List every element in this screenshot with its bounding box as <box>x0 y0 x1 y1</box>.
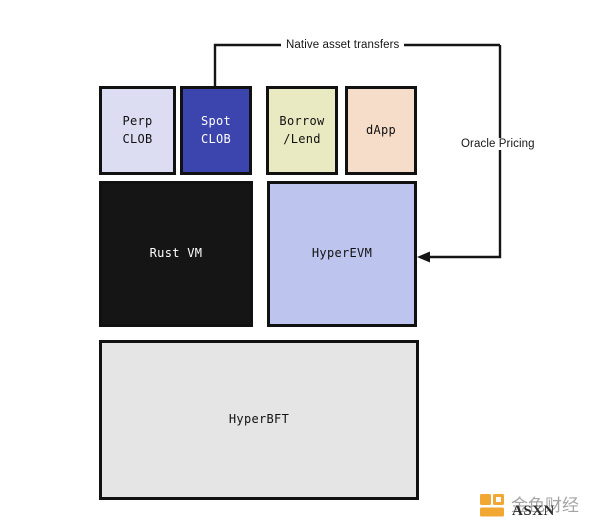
edge-label-native-asset-transfers: Native asset transfers <box>281 39 405 51</box>
edge-native-asset-transfers <box>213 43 500 86</box>
watermark: 金色财经 ASXN <box>479 487 591 525</box>
watermark-brand-cn: 金色财经 <box>511 495 579 516</box>
node-perp-clob[interactable]: Perp CLOB <box>99 86 176 175</box>
watermark-brand-en: ASXN <box>512 503 555 519</box>
node-dapp[interactable]: dApp <box>345 86 417 175</box>
arrowhead-left-icon <box>417 251 430 263</box>
node-hyperbft[interactable]: HyperBFT <box>99 340 419 500</box>
node-hyperevm[interactable]: HyperEVM <box>267 181 417 327</box>
jinse-logo-icon <box>479 493 505 519</box>
edge-oracle-pricing <box>427 45 502 259</box>
edge-label-oracle-pricing: Oracle Pricing <box>456 138 540 150</box>
node-rust-vm[interactable]: Rust VM <box>99 181 253 327</box>
node-borrow-lend[interactable]: Borrow /Lend <box>266 86 338 175</box>
node-spot-clob[interactable]: Spot CLOB <box>180 86 252 175</box>
